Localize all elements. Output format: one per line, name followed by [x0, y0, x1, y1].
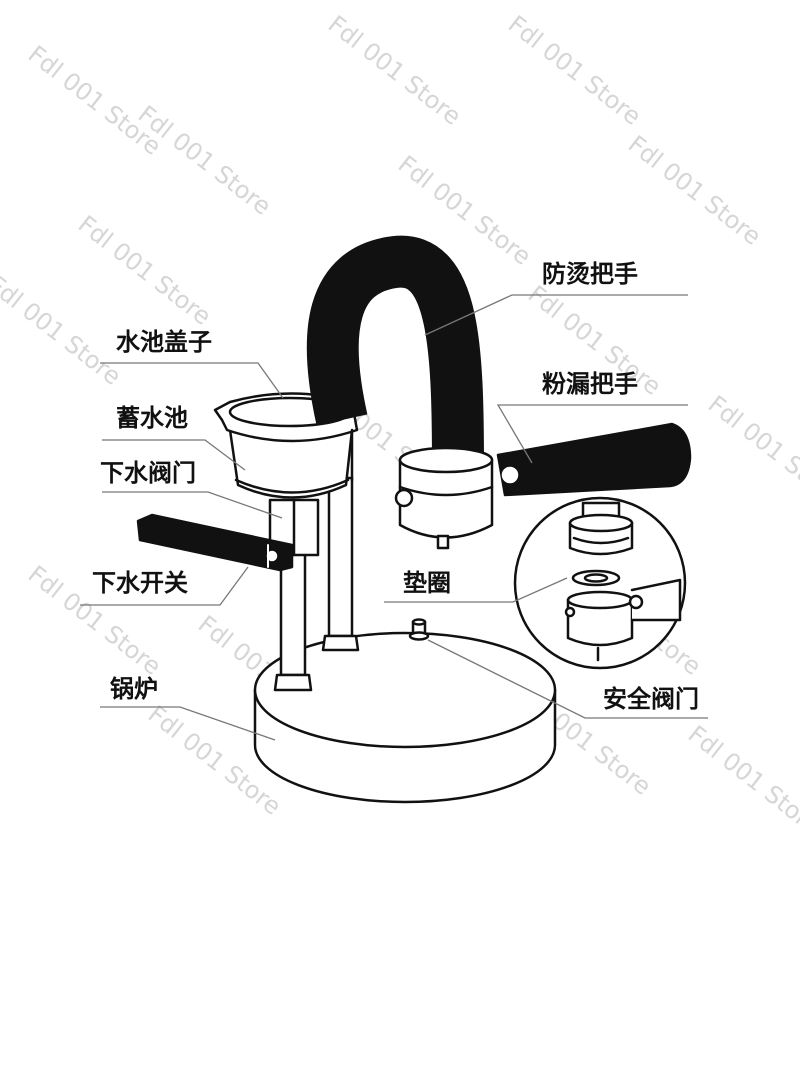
leader-safety-valve [427, 639, 708, 719]
leader-drain-valve [102, 491, 283, 519]
label-drain-valve: 下水阀门 [100, 459, 196, 487]
detail-inset [513, 496, 687, 670]
label-funnel-handle: 粉漏把手 [542, 370, 638, 398]
safety-valve [408, 618, 430, 641]
label-drain-switch: 下水开关 [92, 569, 188, 597]
rear-column [321, 476, 360, 652]
leader-drain-switch [80, 566, 249, 606]
drain-switch-lever [136, 513, 294, 572]
leader-boiler [100, 706, 276, 741]
funnel-handle [496, 422, 692, 497]
label-safety-valve: 安全阀门 [603, 685, 699, 713]
leader-tank-lid [100, 362, 284, 399]
label-anti-scald-handle: 防烫把手 [542, 260, 638, 288]
label-tank-lid: 水池盖子 [116, 328, 212, 356]
leader-funnel-handle [496, 404, 688, 464]
leader-water-tank [102, 439, 246, 471]
label-gasket: 垫圈 [403, 569, 451, 597]
label-boiler: 锅炉 [110, 675, 158, 703]
leader-anti-scald [424, 294, 688, 336]
anti-scald-handle [306, 235, 484, 471]
boiler-base [253, 631, 557, 804]
group-head [394, 446, 494, 550]
leader-gasket [384, 577, 568, 603]
label-water-tank: 蓄水池 [116, 404, 188, 432]
